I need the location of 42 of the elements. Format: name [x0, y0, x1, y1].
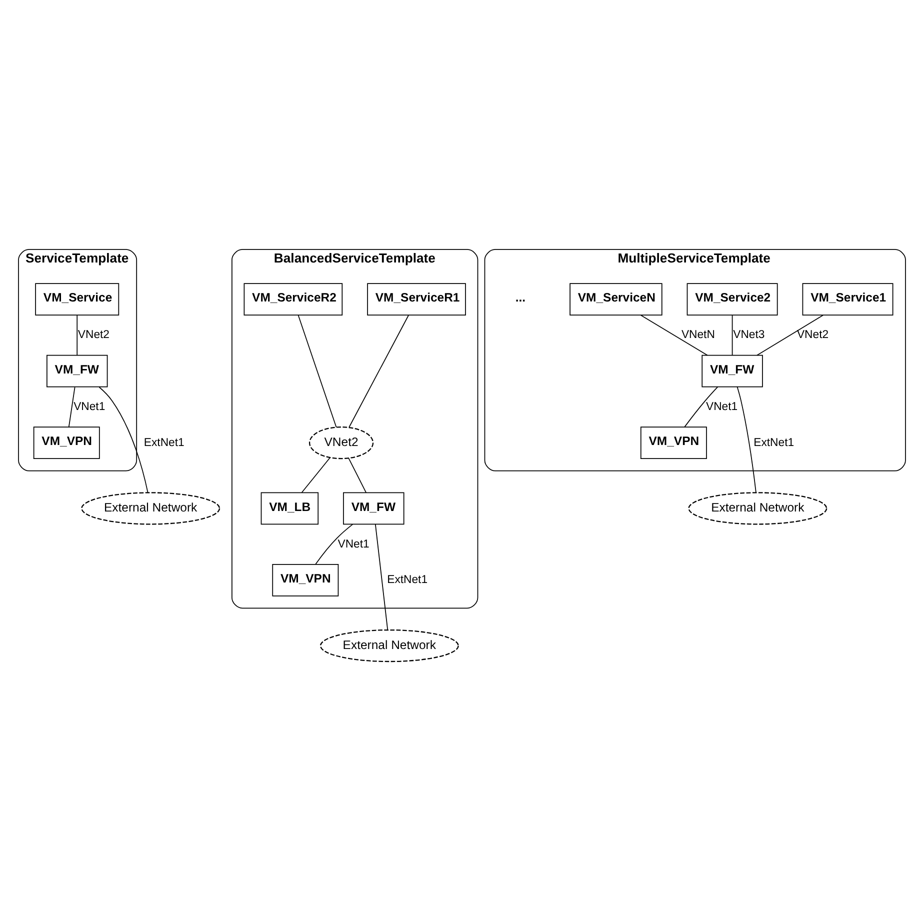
connector	[348, 314, 410, 428]
node-box: VM_FW	[343, 492, 404, 525]
node-box: VM_ServiceR1	[367, 283, 466, 316]
edge-label: VNet1	[338, 538, 370, 550]
edge-label: ExtNet1	[387, 574, 428, 586]
label: ...	[515, 290, 526, 305]
node-ellipse: VNet2	[308, 426, 374, 460]
connector	[684, 386, 718, 428]
connector	[736, 386, 756, 493]
node-ellipse: External Network	[688, 492, 828, 525]
connector	[76, 314, 78, 356]
edge-label: VNet1	[74, 400, 106, 413]
edge-label: VNetN	[681, 329, 715, 342]
node-ellipse: External Network	[320, 629, 459, 662]
edge-label: VNet2	[78, 329, 110, 342]
connector	[301, 457, 330, 493]
connector	[68, 386, 76, 428]
connector	[640, 314, 708, 356]
connector	[98, 386, 148, 494]
node-box: VM_LB	[260, 492, 319, 525]
edge-label: ExtNet1	[144, 436, 184, 449]
node-box: VM_VPN	[272, 564, 339, 596]
edge-label: VNet2	[796, 329, 829, 342]
node-box: VM_Service1	[802, 283, 894, 316]
connector	[315, 524, 354, 565]
node-box: VM_Service2	[686, 283, 778, 316]
node-box: VM_ServiceR2	[244, 283, 343, 316]
node-box: VM_FW	[46, 354, 108, 388]
edge-label: VNet3	[733, 329, 765, 342]
edge-label: ExtNet1	[754, 436, 794, 449]
node-box: VM_FW	[702, 354, 763, 388]
connector	[732, 314, 733, 356]
connector	[348, 458, 367, 494]
node-ellipse: External Network	[81, 492, 220, 525]
edge-label: VNet1	[706, 400, 738, 413]
connector	[374, 524, 388, 630]
connector	[756, 314, 824, 356]
node-box: VM_Service	[35, 283, 120, 316]
connector	[298, 314, 337, 428]
node-box: VM_VPN	[33, 426, 100, 459]
node-box: VM_ServiceN	[570, 283, 662, 316]
node-box: VM_VPN	[640, 426, 707, 459]
